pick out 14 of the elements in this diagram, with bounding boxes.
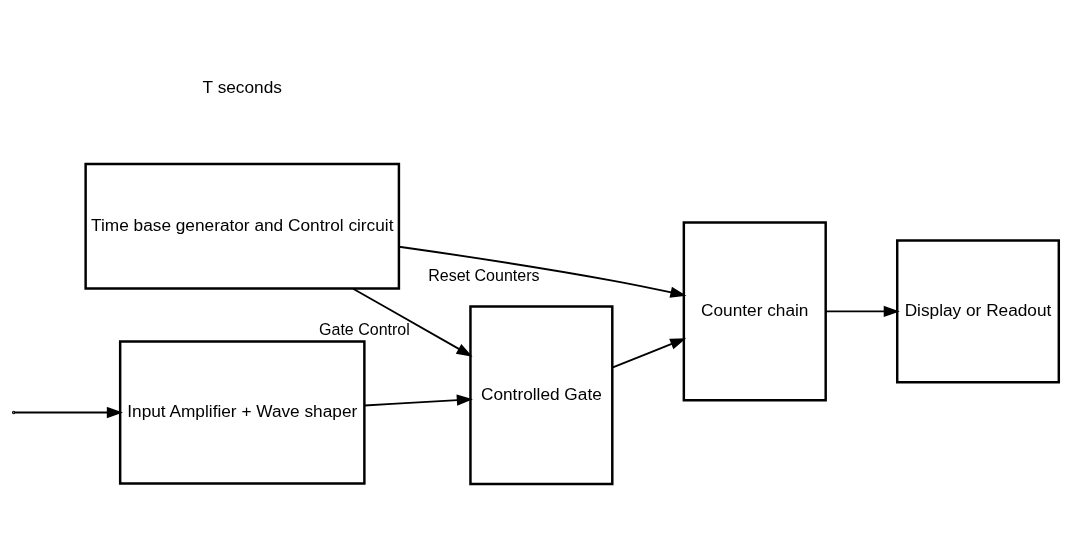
node-box: Input Amplifier + Wave shaper — [118, 339, 366, 485]
label: T seconds — [202, 76, 282, 97]
arrow — [13, 406, 123, 418]
node-box: Counter chain — [682, 220, 827, 401]
node-box: Display or Readout — [896, 238, 1061, 384]
edge-label: Reset Counters — [428, 265, 540, 284]
arrow — [611, 337, 687, 368]
edge-label: Gate Control — [319, 319, 410, 338]
arrow — [363, 394, 473, 406]
arrow — [824, 305, 900, 317]
node-box: Controlled Gate — [469, 304, 614, 485]
arrow — [398, 245, 687, 298]
arrow — [352, 287, 473, 357]
node-box: Time base generator and Control circuit — [84, 162, 401, 290]
